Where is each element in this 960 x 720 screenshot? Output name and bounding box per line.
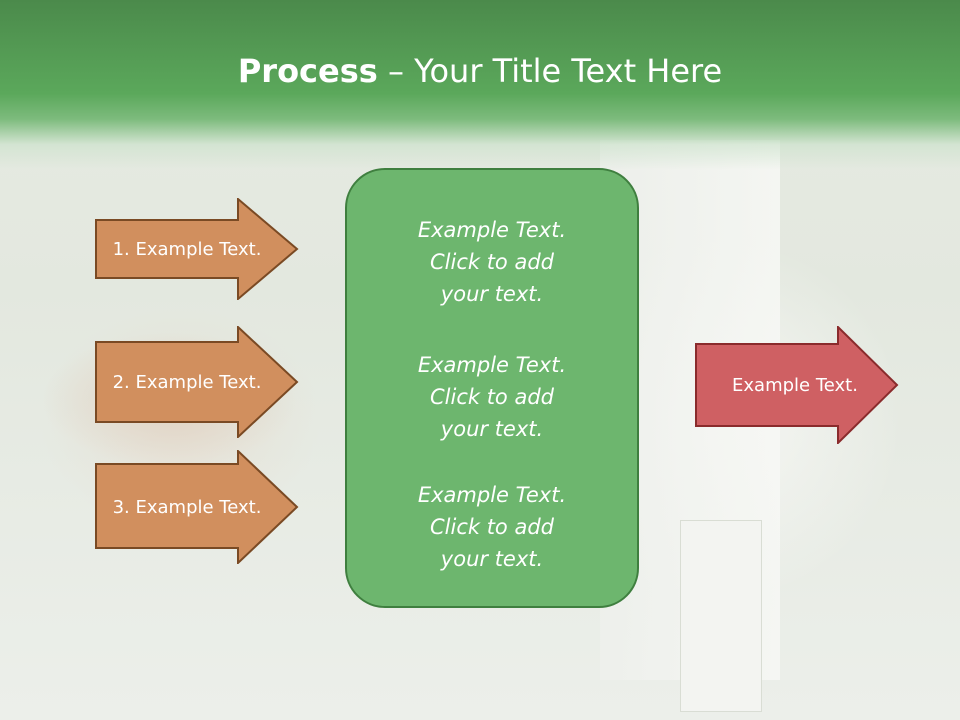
result-arrow[interactable]: Example Text. [695, 326, 899, 444]
process-arrow-label: 1. Example Text. [112, 238, 262, 260]
paragraph-line: your text. [440, 282, 544, 306]
title-text: – Your Title Text Here [377, 52, 723, 90]
paragraph-line: Example Text. [417, 218, 567, 242]
arrow-shape [95, 450, 299, 564]
title-bar [0, 0, 960, 170]
paragraph-line: your text. [440, 417, 544, 441]
center-paragraph-2: Example Text. Click to add your text. [347, 349, 637, 445]
process-arrow-label: 2. Example Text. [112, 371, 262, 393]
slide-title: Process – Your Title Text Here [0, 52, 960, 90]
process-arrow-3[interactable]: 3. Example Text. [95, 450, 299, 564]
process-arrow-label: 3. Example Text. [112, 496, 262, 518]
result-arrow-label: Example Text. [732, 374, 858, 396]
center-paragraph-1: Example Text. Click to add your text. [347, 214, 637, 310]
paragraph-line: Click to add [429, 250, 554, 274]
paragraph-line: your text. [440, 547, 544, 571]
paragraph-line: Click to add [429, 515, 554, 539]
process-arrow-2[interactable]: 2. Example Text. [95, 326, 299, 438]
paragraph-line: Click to add [429, 385, 554, 409]
background-panel [680, 520, 762, 712]
title-bold: Process [237, 52, 378, 90]
center-text-box[interactable]: Example Text. Click to add your text. Ex… [345, 168, 639, 608]
center-paragraph-3: Example Text. Click to add your text. [347, 479, 637, 575]
paragraph-line: Example Text. [417, 353, 567, 377]
arrow-shape [95, 326, 299, 438]
arrow-shape [95, 198, 299, 300]
paragraph-line: Example Text. [417, 483, 567, 507]
arrow-shape [695, 326, 899, 444]
process-arrow-1[interactable]: 1. Example Text. [95, 198, 299, 300]
